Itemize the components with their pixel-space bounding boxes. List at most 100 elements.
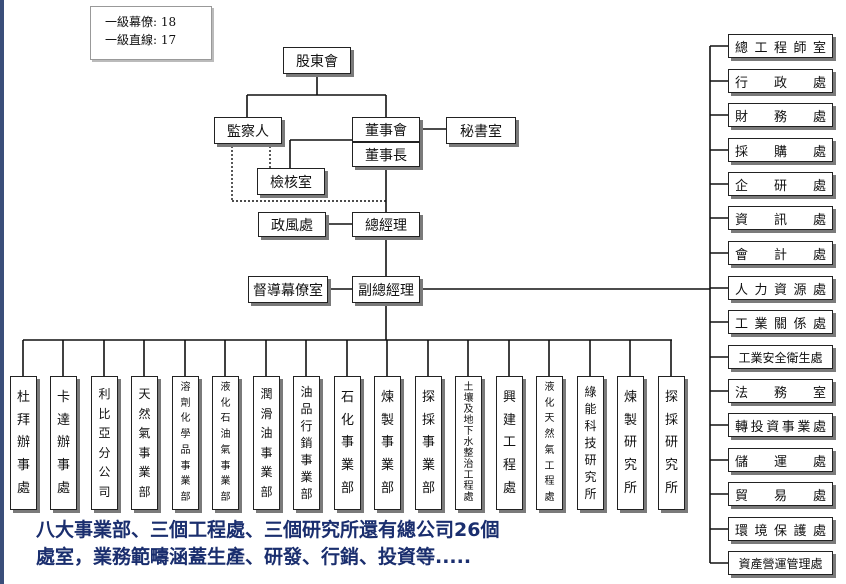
dept-2: 行政處 <box>728 69 833 93</box>
unit-2: 卡達辦事處 <box>50 376 77 510</box>
unit-15: 綠能科技研究所 <box>577 376 604 510</box>
unit-char: 天 <box>544 413 555 425</box>
unit-12: 土壤及地下水整治工程處 <box>455 376 482 510</box>
dept-char: 程 <box>773 40 787 56</box>
unit-char: 程 <box>544 476 555 488</box>
node-shareholders: 股東會 <box>283 47 351 74</box>
dept-char: 處 <box>812 523 826 539</box>
unit-char: 潤 <box>260 387 273 402</box>
dept-char: 處 <box>810 350 823 365</box>
dept-char: 處 <box>812 144 826 160</box>
dept-char: 資 <box>735 212 749 228</box>
unit-char: 採 <box>421 412 435 428</box>
unit-char: 然 <box>544 429 555 441</box>
unit-char: 處 <box>56 481 70 497</box>
dept-4: 採購處 <box>728 138 833 162</box>
unit-char: 比 <box>98 406 111 421</box>
dept-char: 境 <box>754 523 768 539</box>
unit-char: 所 <box>664 481 678 497</box>
dept-char: 環 <box>735 523 749 539</box>
dept-char: 法 <box>735 385 749 401</box>
unit-char: 水 <box>463 437 474 448</box>
dept-3: 財務處 <box>728 103 833 127</box>
dept-5: 企研處 <box>728 172 833 196</box>
unit-char: 採 <box>664 412 678 428</box>
unit-char: 油 <box>300 385 313 399</box>
unit-char: 科 <box>584 419 597 433</box>
unit-char: 業 <box>138 465 151 480</box>
dept-char: 處 <box>812 316 826 332</box>
unit-char: 煉 <box>623 389 637 405</box>
legend-line-count: 一級直線: 17 <box>105 33 177 47</box>
unit-char: 壤 <box>463 393 474 404</box>
unit-7: 潤滑油事業部 <box>253 376 280 510</box>
dept-char: 營 <box>762 556 775 571</box>
unit-char: 建 <box>502 412 516 428</box>
dept-char: 處 <box>812 212 826 228</box>
dept-char: 關 <box>773 316 787 332</box>
unit-char: 業 <box>421 458 435 474</box>
dept-char: 訊 <box>773 212 787 228</box>
unit-char: 卡 <box>56 389 70 405</box>
unit-char: 分 <box>98 445 111 460</box>
unit-char: 處 <box>544 491 555 503</box>
unit-11: 探採事業部 <box>415 376 442 510</box>
dept-char: 源 <box>793 282 807 298</box>
unit-char: 事 <box>260 445 273 460</box>
dept-char: 事 <box>781 419 795 435</box>
dept-char: 處 <box>812 488 826 504</box>
unit-char: 探 <box>664 389 678 405</box>
unit-char: 處 <box>16 481 30 497</box>
dept-char: 總 <box>735 40 749 56</box>
dept-char: 資 <box>738 556 751 571</box>
unit-16: 煉製研究所 <box>617 376 644 510</box>
caption-line-1: 八大事業部、三個工程處、三個研究所還有總公司26個 <box>36 519 500 541</box>
unit-char: 下 <box>463 426 474 437</box>
unit-char: 石 <box>220 413 231 425</box>
dept-14: 貿易處 <box>728 482 833 506</box>
node-audit: 檢核室 <box>257 168 325 195</box>
dept-char: 業 <box>797 419 811 435</box>
unit-4: 天然氣事業部 <box>131 376 158 510</box>
dept-char: 政 <box>773 75 787 91</box>
caption: 八大事業部、三個工程處、三個研究所還有總公司26個 處室，業務範疇涵蓋生產、研發… <box>36 517 656 571</box>
unit-char: 部 <box>180 491 191 503</box>
unit-char: 亞 <box>98 426 111 441</box>
unit-char: 業 <box>220 476 231 488</box>
unit-char: 部 <box>300 487 313 501</box>
dept-char: 運 <box>774 556 787 571</box>
unit-char: 地 <box>463 415 474 426</box>
unit-char: 司 <box>98 484 111 499</box>
unit-char: 業 <box>340 458 354 474</box>
unit-char: 所 <box>623 481 637 497</box>
dept-char: 力 <box>754 282 768 298</box>
dept-char: 資 <box>766 419 780 435</box>
unit-char: 利 <box>98 387 111 402</box>
dept-char: 人 <box>735 282 749 298</box>
unit-char: 及 <box>463 404 474 415</box>
unit-char: 液 <box>544 382 555 393</box>
unit-char: 氣 <box>138 426 151 441</box>
unit-char: 綠 <box>584 385 597 399</box>
unit-char: 氣 <box>220 444 231 456</box>
dept-8: 人力資源處 <box>728 276 833 300</box>
unit-char: 部 <box>380 481 394 497</box>
unit-char: 所 <box>584 487 597 501</box>
unit-char: 品 <box>180 444 191 456</box>
unit-char: 達 <box>56 412 70 428</box>
unit-17: 探採研究所 <box>658 376 685 510</box>
dept-char: 處 <box>812 247 826 263</box>
unit-char: 程 <box>463 481 474 492</box>
dept-char: 資 <box>773 282 787 298</box>
unit-char: 處 <box>502 481 516 497</box>
unit-char: 油 <box>260 426 273 441</box>
dept-char: 產 <box>750 556 763 571</box>
unit-char: 處 <box>463 492 474 503</box>
unit-char: 化 <box>340 412 354 428</box>
dept-char: 處 <box>812 109 826 125</box>
dept-char: 計 <box>773 247 787 263</box>
unit-char: 事 <box>56 458 70 474</box>
dept-7: 會計處 <box>728 241 833 265</box>
unit-char: 工 <box>463 470 474 481</box>
